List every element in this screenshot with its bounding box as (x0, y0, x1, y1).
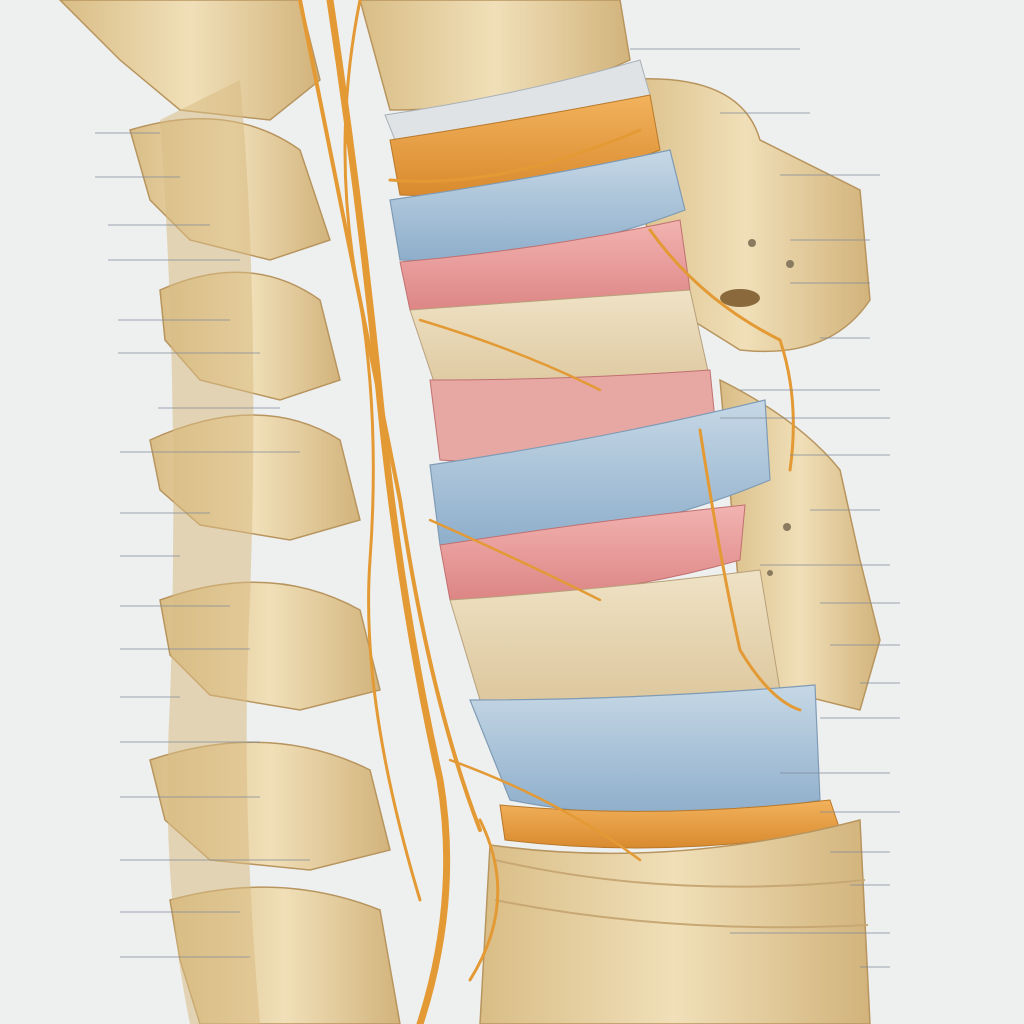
left-leader-lines (95, 132, 310, 958)
spinous-processes (58, 0, 401, 1024)
right-leader-lines (630, 48, 900, 968)
vertebral-column (359, 0, 871, 1024)
spinal-nerves (298, 0, 802, 1024)
